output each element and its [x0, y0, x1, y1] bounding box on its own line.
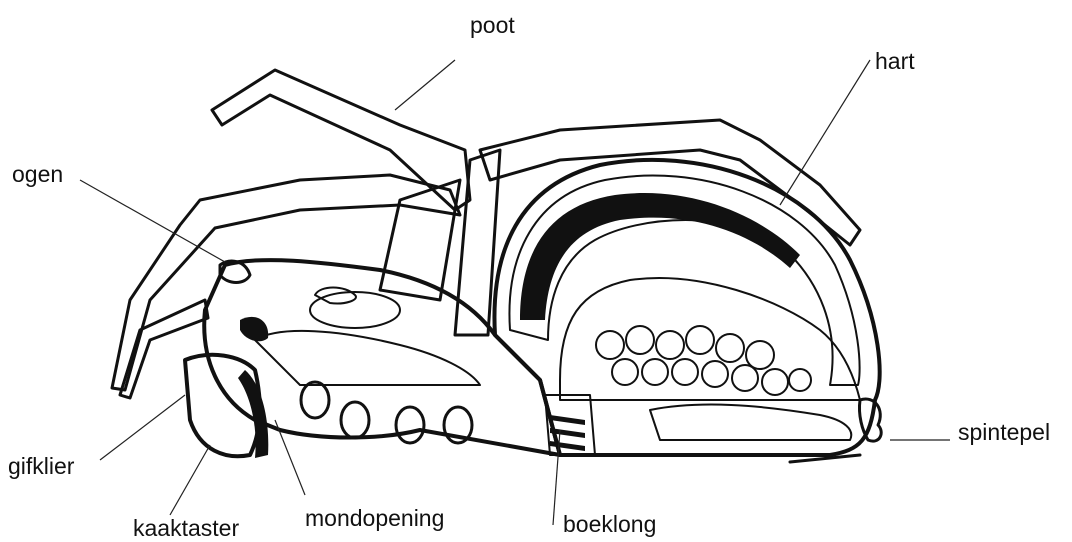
label-spintepel: spintepel [958, 421, 1050, 444]
label-kaaktaster: kaaktaster [133, 517, 239, 540]
lower-organs [650, 405, 851, 440]
chelicera [185, 355, 260, 456]
heart-crescent [520, 193, 800, 320]
abdomen-stipple [560, 278, 860, 400]
label-mondopening: mondopening [305, 507, 444, 530]
leg-lower [120, 300, 208, 398]
label-ogen: ogen [12, 163, 63, 186]
label-gifklier: gifklier [8, 455, 74, 478]
label-boeklong: boeklong [563, 513, 656, 536]
label-poot: poot [470, 14, 515, 37]
body [185, 160, 881, 462]
label-hart: hart [875, 50, 915, 73]
sucking-stomach [255, 331, 480, 385]
silk-gland-cluster [596, 326, 811, 395]
leg-middle [112, 175, 460, 390]
venom-gland-dark [240, 317, 268, 341]
ganglion-top [315, 288, 356, 304]
